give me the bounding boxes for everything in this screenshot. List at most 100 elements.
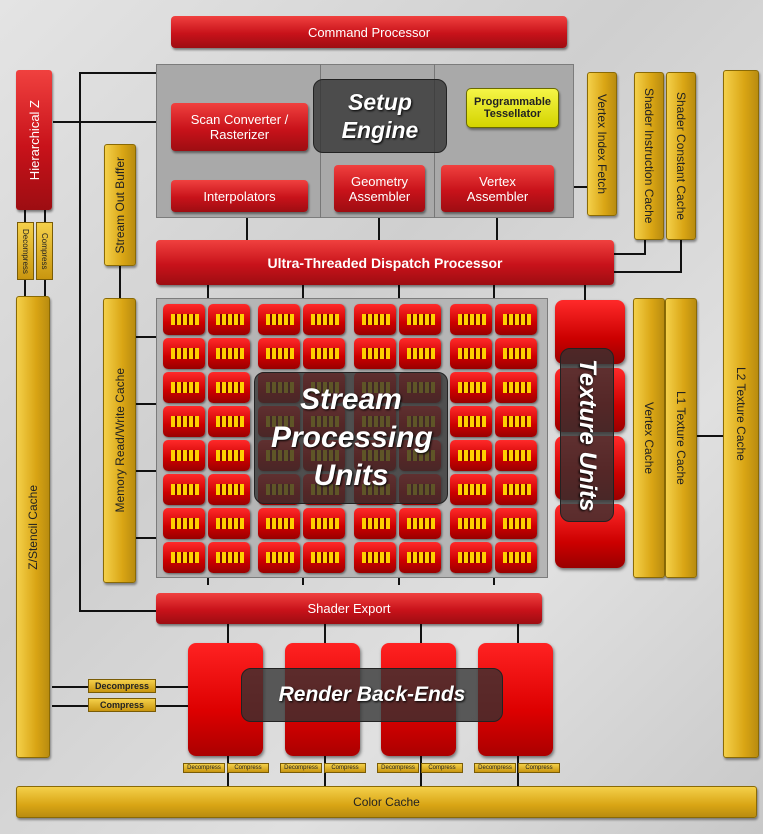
alu-lanes — [503, 314, 531, 325]
stream-processing-unit — [399, 542, 441, 573]
shader-instruction-cache: Shader Instruction Cache — [634, 72, 664, 240]
stream-out-buffer: Stream Out Buffer — [104, 144, 136, 266]
stream-processing-unit — [163, 304, 205, 335]
stream-processing-unit — [208, 508, 250, 539]
vertex-cache-label: Vertex Cache — [642, 401, 656, 475]
hier-z-decompress-label: Decompress — [21, 228, 30, 274]
alu-lanes — [362, 552, 390, 563]
stream-processing-unit — [495, 508, 537, 539]
stream-processing-unit — [495, 372, 537, 403]
setup-engine-label: Setup Engine — [341, 89, 419, 143]
stream-processing-unit — [450, 474, 492, 505]
stream-processing-unit — [163, 542, 205, 573]
stream-processing-unit — [258, 542, 300, 573]
alu-lanes — [311, 552, 339, 563]
stream-processing-unit — [399, 508, 441, 539]
stream-processing-unit — [354, 338, 396, 369]
stream-processing-unit — [495, 406, 537, 437]
stream-processing-unit — [450, 542, 492, 573]
vertex-cache: Vertex Cache — [633, 298, 665, 578]
color-cache-decompress: Decompress — [377, 763, 419, 773]
z-stencil-cache-label: Z/Stencil Cache — [26, 484, 40, 570]
alu-lanes — [216, 450, 244, 461]
rbe-compress: Compress — [88, 698, 156, 712]
stream-processing-unit — [450, 338, 492, 369]
stream-processing-unit — [303, 542, 345, 573]
alu-lanes — [458, 348, 486, 359]
alu-lanes — [503, 382, 531, 393]
alu-lanes — [216, 348, 244, 359]
render-back-ends-label: Render Back-Ends — [278, 683, 466, 706]
alu-lanes — [266, 348, 294, 359]
stream-processing-unit — [303, 338, 345, 369]
stream-processing-unit — [208, 304, 250, 335]
stream-processing-unit — [495, 440, 537, 471]
ultra-threaded-dispatch-processor: Ultra-Threaded Dispatch Processor — [156, 240, 614, 285]
shader-export-label: Shader Export — [307, 601, 391, 616]
color-cache-decompress-label: Decompress — [478, 765, 512, 771]
stream-processing-unit — [495, 338, 537, 369]
hierarchical-z-label: Hierarchical Z — [26, 99, 42, 181]
shader-constant-cache: Shader Constant Cache — [666, 72, 696, 240]
hier-z-compress-label: Compress — [40, 232, 49, 270]
stream-processing-unit — [163, 440, 205, 471]
alu-lanes — [171, 416, 199, 427]
stream-processing-unit — [399, 338, 441, 369]
alu-lanes — [216, 552, 244, 563]
color-cache-compress: Compress — [324, 763, 366, 773]
alu-lanes — [266, 314, 294, 325]
color-cache-compress-label: Compress — [428, 765, 456, 771]
alu-lanes — [216, 314, 244, 325]
rbe-decompress-label: Decompress — [94, 681, 150, 691]
vertex-assembler: Vertex Assembler — [441, 165, 554, 212]
shader-constant-cache-label: Shader Constant Cache — [674, 91, 688, 221]
alu-lanes — [362, 314, 390, 325]
stream-processing-unit — [495, 474, 537, 505]
programmable-tessellator-label: Programmable Tessellator — [473, 96, 552, 120]
dispatch-label: Ultra-Threaded Dispatch Processor — [267, 254, 503, 271]
color-cache-compress: Compress — [421, 763, 463, 773]
color-cache-decompress: Decompress — [474, 763, 516, 773]
alu-lanes — [407, 348, 435, 359]
alu-lanes — [266, 518, 294, 529]
stream-processing-unit — [258, 508, 300, 539]
memory-read-write-cache: Memory Read/Write Cache — [103, 298, 136, 583]
stream-processing-unit — [303, 508, 345, 539]
stream-processing-unit — [208, 338, 250, 369]
alu-lanes — [171, 450, 199, 461]
l2-texture-cache: L2 Texture Cache — [723, 70, 759, 758]
scan-converter-rasterizer: Scan Converter / Rasterizer — [171, 103, 308, 151]
stream-processing-unit — [163, 474, 205, 505]
rbe-compress-label: Compress — [99, 700, 144, 710]
color-cache-label: Color Cache — [353, 795, 420, 809]
alu-lanes — [266, 552, 294, 563]
alu-lanes — [458, 518, 486, 529]
z-stencil-cache: Z/Stencil Cache — [16, 296, 50, 758]
stream-processing-unit — [163, 508, 205, 539]
color-cache-decompress-label: Decompress — [381, 765, 415, 771]
alu-lanes — [216, 518, 244, 529]
stream-processing-unit — [208, 372, 250, 403]
command-processor-label: Command Processor — [307, 24, 431, 40]
stream-processing-unit — [495, 304, 537, 335]
hier-z-decompress: Decompress — [17, 222, 34, 280]
alu-lanes — [458, 416, 486, 427]
vertex-index-fetch: Vertex Index Fetch — [587, 72, 617, 216]
color-cache-compress: Compress — [518, 763, 560, 773]
stream-processing-unit — [163, 338, 205, 369]
alu-lanes — [458, 450, 486, 461]
stream-processing-unit — [450, 372, 492, 403]
alu-lanes — [407, 518, 435, 529]
color-cache-decompress: Decompress — [183, 763, 225, 773]
stream-processing-unit — [303, 304, 345, 335]
texture-units-tag: Texture Units — [560, 348, 614, 522]
interpolators-label: Interpolators — [203, 188, 276, 204]
alu-lanes — [503, 348, 531, 359]
alu-lanes — [458, 314, 486, 325]
stream-processing-units-label: Stream Processing Units — [271, 383, 433, 492]
render-back-ends-tag: Render Back-Ends — [241, 668, 503, 722]
color-cache-compress: Compress — [227, 763, 269, 773]
command-processor: Command Processor — [171, 16, 567, 48]
color-cache-decompress-label: Decompress — [187, 765, 221, 771]
alu-lanes — [503, 416, 531, 427]
